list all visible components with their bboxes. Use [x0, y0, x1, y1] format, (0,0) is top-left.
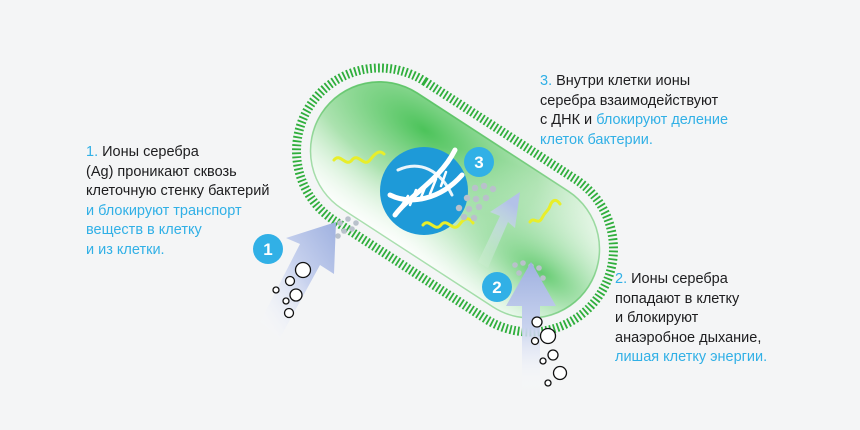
caption-line: серебра взаимодействуют	[540, 92, 780, 112]
caption-line: и из клетки.	[86, 241, 326, 261]
plasmid-strand-1	[332, 150, 386, 164]
badge-3: 3	[464, 147, 494, 177]
svg-text:2: 2	[492, 278, 501, 297]
caption-line: и блокируют	[615, 309, 850, 329]
caption-text: Внутри клетки ионы	[552, 73, 691, 89]
caption-line: и блокируют транспорт	[86, 202, 326, 222]
caption-text: Ионы серебра	[98, 144, 199, 160]
arrow-step-1	[260, 222, 336, 338]
badge-2: 2	[482, 272, 512, 302]
caption-text: Ионы серебра	[627, 271, 728, 287]
arrow-step-3	[478, 192, 520, 268]
caption-text: и блокируют	[615, 310, 699, 326]
arrow-step-2	[506, 262, 556, 392]
caption-line: лишая клетку энергии.	[615, 348, 850, 368]
svg-text:3: 3	[474, 153, 483, 172]
caption-line: (Ag) проникают сквозь	[86, 163, 326, 183]
caption-line: анаэробное дыхание,	[615, 329, 850, 349]
caption-line: с ДНК и блокируют деление	[540, 111, 780, 131]
caption-text: серебра взаимодействуют	[540, 92, 719, 109]
bubbles-step-2	[530, 316, 568, 387]
caption-highlight: веществ в клетку	[86, 222, 202, 238]
caption-line: попадают в клетку	[615, 290, 850, 310]
caption-highlight: блокируют деление	[596, 112, 729, 128]
svg-text:1: 1	[263, 240, 272, 259]
caption-highlight: 2.	[615, 271, 628, 287]
badge-1: 1	[253, 234, 283, 264]
caption-line: 3. Внутри клетки ионы	[540, 72, 780, 92]
caption-line: 2. Ионы серебра	[615, 270, 850, 290]
caption-text: анаэробное дыхание,	[615, 329, 762, 346]
caption-line: 1. Ионы серебра	[86, 143, 326, 163]
plasmid-strand-3	[528, 198, 562, 224]
caption-highlight: и блокируют транспорт	[86, 202, 242, 219]
caption-text: попадают в клетку	[615, 290, 740, 307]
caption-text: (Ag) проникают сквозь	[86, 163, 237, 180]
caption-highlight: 3.	[540, 73, 553, 89]
caption-line: клеточную стенку бактерий	[86, 182, 326, 202]
caption-line: клеток бактерии.	[540, 131, 780, 151]
dna-nucleoid	[380, 147, 468, 235]
caption-highlight: лишая клетку энергии.	[615, 349, 768, 365]
caption-text: с ДНК и	[540, 112, 597, 128]
plasmid-strands	[332, 150, 562, 229]
caption-highlight: 1.	[86, 144, 99, 160]
caption-line: веществ в клетку	[86, 221, 326, 241]
caption-highlight: и из клетки.	[86, 241, 165, 258]
caption-highlight: клеток бактерии.	[540, 131, 653, 148]
caption-text: клеточную стенку бактерий	[86, 183, 270, 199]
bubbles-step-1	[272, 261, 312, 319]
plasmid-strand-2	[421, 217, 475, 229]
